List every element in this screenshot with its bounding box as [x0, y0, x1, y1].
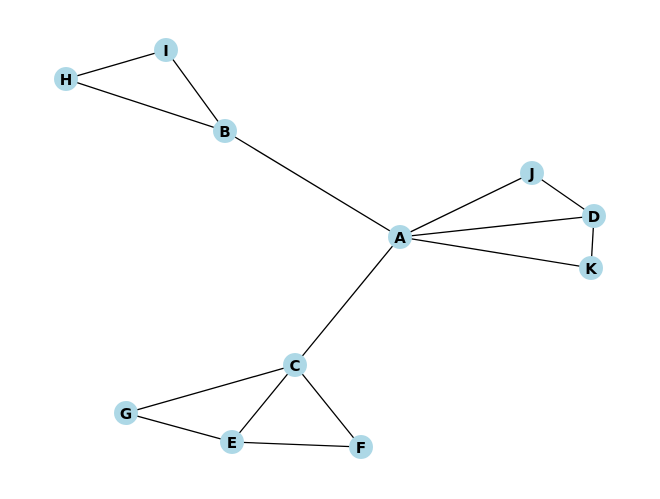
node-circle-f — [349, 435, 373, 459]
node-circle-b — [213, 119, 237, 143]
edge-h-i — [65, 49, 167, 80]
node-h: H — [54, 67, 78, 91]
node-circle-a — [388, 225, 412, 249]
edge-i-b — [165, 49, 226, 132]
node-circle-i — [154, 38, 178, 62]
node-b: B — [213, 119, 237, 143]
node-label-i: I — [163, 42, 169, 60]
edge-a-j — [399, 172, 533, 238]
edge-c-e — [231, 364, 296, 443]
node-label-f: F — [356, 439, 366, 457]
node-d: D — [582, 204, 606, 228]
node-label-e: E — [227, 434, 237, 452]
node-label-b: B — [219, 123, 230, 141]
node-circle-h — [54, 67, 78, 91]
node-j: J — [520, 161, 544, 185]
edge-a-c — [294, 236, 401, 366]
node-f: F — [349, 435, 373, 459]
edge-b-a — [224, 130, 401, 238]
node-k: K — [579, 256, 603, 280]
edge-j-d — [531, 172, 595, 217]
node-label-d: D — [588, 208, 600, 226]
edge-h-b — [65, 78, 226, 132]
node-label-a: A — [394, 229, 406, 247]
node-label-g: G — [120, 405, 132, 423]
node-circle-e — [220, 430, 244, 454]
node-i: I — [154, 38, 178, 62]
node-e: E — [220, 430, 244, 454]
node-circle-c — [283, 353, 307, 377]
edge-a-k — [399, 236, 592, 269]
edge-g-e — [125, 412, 233, 443]
node-circle-g — [114, 401, 138, 425]
edge-a-d — [399, 215, 595, 238]
node-label-j: J — [528, 165, 535, 183]
node-label-c: C — [289, 357, 300, 375]
edge-c-f — [294, 364, 362, 448]
node-g: G — [114, 401, 138, 425]
node-circle-k — [579, 256, 603, 280]
node-c: C — [283, 353, 307, 377]
edge-c-g — [125, 364, 296, 414]
edge-e-f — [231, 441, 362, 448]
node-a: A — [388, 225, 412, 249]
node-label-h: H — [60, 71, 73, 89]
edges-layer — [65, 49, 595, 448]
node-label-k: K — [585, 260, 598, 278]
nodes-layer: A B C D E F G H I J K — [54, 38, 606, 459]
node-circle-d — [582, 204, 606, 228]
node-circle-j — [520, 161, 544, 185]
